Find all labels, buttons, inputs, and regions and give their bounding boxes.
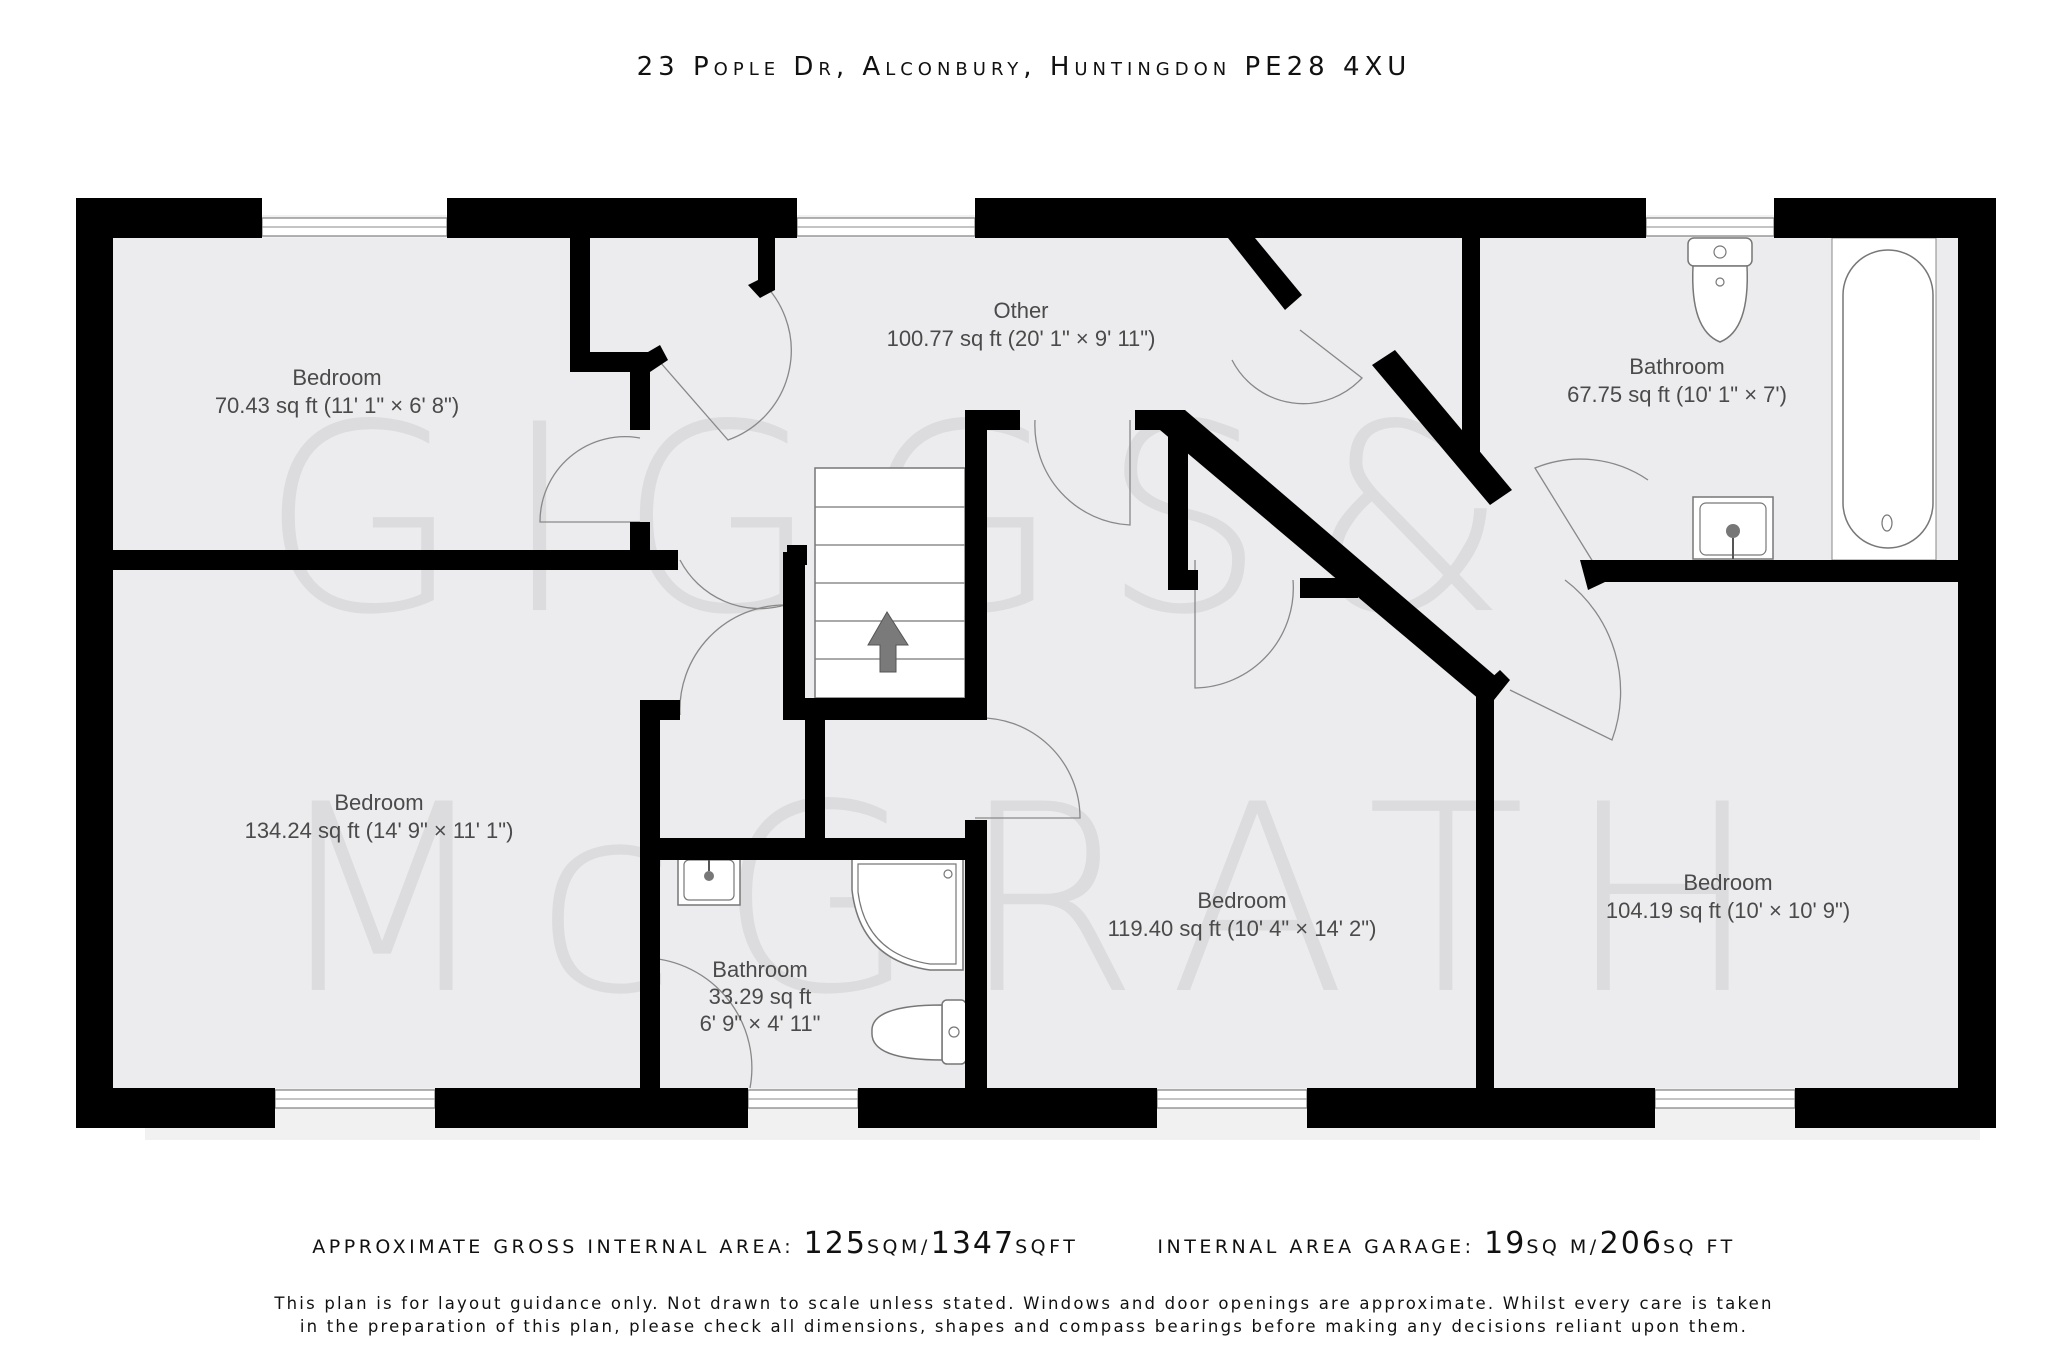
door [647,957,753,1089]
room-name: Bedroom [334,790,423,815]
garage-sqm-unit: sq m/ [1526,1236,1600,1258]
door [539,436,641,523]
sink-small-bathroom [677,854,741,906]
room-area: 100.77 sq ft (20' 1" × 9' 11") [887,326,1156,351]
disclaimer-line-2: in the preparation of this plan, please … [299,1317,1749,1336]
door [659,279,792,441]
room-bedroom-1: Bedroom 70.43 sq ft (11' 1" × 6' 8") [215,365,459,418]
room-bathroom-2: Bathroom 33.29 sq ft 6' 9" × 4' 11" [700,957,821,1036]
door [1509,579,1622,741]
shower-tray [851,857,964,971]
room-name: Bedroom [292,365,381,390]
floor-area [110,238,1960,1088]
door [679,604,786,716]
room-name: Bedroom [1683,870,1772,895]
room-area: 119.40 sq ft (10' 4" × 14' 2") [1108,916,1377,941]
garage-area-sqft: 206 [1599,1226,1663,1261]
room-name: Bathroom [712,957,807,982]
staircase [814,467,966,699]
door [1231,329,1363,405]
bathtub [1831,237,1937,561]
door-swings [539,279,1649,1089]
watermark-line2: McGRATH [270,750,1801,1052]
room-bedroom-3: Bedroom 119.40 sq ft (10' 4" × 14' 2") [1108,888,1377,941]
toilet-top-bathroom [1687,237,1753,343]
door [974,717,1081,819]
gross-area-sqft: 1347 [930,1226,1016,1261]
room-area: 104.19 sq ft (10' × 10' 9") [1606,898,1850,923]
up-arrow-icon [867,611,909,673]
room-area: 134.24 sq ft (14' 9" × 11' 1") [245,818,514,843]
room-bathroom-1: Bathroom 67.75 sq ft (10' 1" × 7') [1567,354,1787,407]
window-center-lines [262,226,1795,1100]
room-name: Bathroom [1629,354,1724,379]
room-dims: 6' 9" × 4' 11" [700,1011,821,1036]
disclaimer: This plan is for layout guidance only. N… [0,1292,2048,1338]
door [1194,560,1294,689]
gross-area-sqm: 125 [803,1226,867,1261]
room-bedroom-2: Bedroom 134.24 sq ft (14' 9" × 11' 1") [245,790,514,843]
toilet-small-bathroom [871,999,967,1065]
sink-top-bathroom [1692,496,1774,560]
address-text: 23 Pople Dr, Alconbury, Huntingdon PE28 … [636,52,1412,82]
room-area: 33.29 sq ft [709,984,812,1009]
room-other: Other 100.77 sq ft (20' 1" × 9' 11") [887,298,1156,351]
walls [76,198,1996,1128]
room-bedroom-4: Bedroom 104.19 sq ft (10' × 10' 9") [1606,870,1850,923]
door [1034,419,1131,526]
property-address: 23 Pople Dr, Alconbury, Huntingdon PE28 … [0,52,2048,82]
gross-sqm-unit: sqm/ [866,1236,931,1258]
room-name: Other [993,298,1048,323]
garage-sqft-unit: sq ft [1662,1236,1736,1258]
room-name: Bedroom [1197,888,1286,913]
room-area: 70.43 sq ft (11' 1" × 6' 8") [215,393,459,418]
garage-area-sqm: 19 [1484,1226,1527,1261]
room-area: 67.75 sq ft (10' 1" × 7') [1567,382,1787,407]
door [679,559,786,610]
door [1534,458,1649,571]
disclaimer-line-1: This plan is for layout guidance only. N… [274,1294,1774,1313]
